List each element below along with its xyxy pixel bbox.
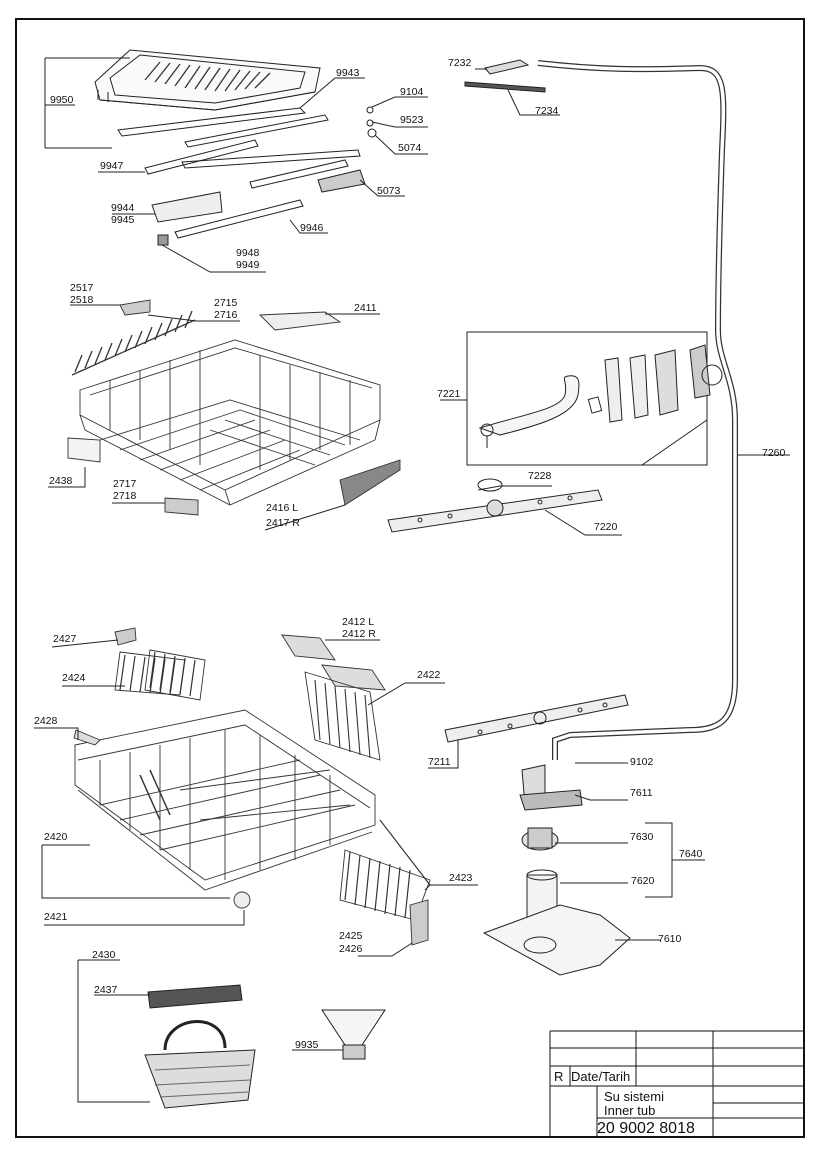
part-label: 9949 [236,259,260,271]
cutlery-basket-drawing [77,959,386,1109]
part-label: 2412 R [342,628,376,640]
part-label: 9102 [630,756,654,768]
leader-lines-top [44,57,428,273]
part-label: 9945 [111,214,135,226]
part-label: 2424 [62,672,86,684]
part-label: 7234 [535,105,559,117]
cutlery-tray-drawing [94,49,321,111]
part-label: 2426 [339,943,363,955]
part-label: 9948 [236,247,260,259]
part-label: 2412 L [342,616,375,628]
part-label: 2422 [417,669,441,681]
part-label: 9946 [300,222,324,234]
tray-rails-drawing [117,106,377,246]
part-label: 9950 [50,94,74,106]
part-label: 7221 [437,388,461,400]
drawing-frame [15,18,805,1138]
part-label: 2518 [70,294,94,306]
date-label: Date/Tarih [571,1069,631,1084]
part-label: 9944 [111,202,135,214]
part-label: 2425 [339,930,363,942]
part-label: 7630 [630,831,654,843]
drawing-number: 20 9002 8018 [597,1120,695,1137]
lower-basket-drawing [73,627,431,946]
part-label: 7260 [762,447,786,459]
part-label: 2427 [53,633,77,645]
part-label: 2715 [214,297,238,309]
part-label: 7220 [594,521,618,533]
part-label: 7211 [428,756,451,768]
title-english: Inner tub [604,1103,656,1118]
part-label: 9947 [100,160,124,172]
part-label: 2420 [44,831,68,843]
leader-lines-lower-basket [34,639,478,957]
part-label: 2423 [449,872,473,884]
lower-spray-7211-drawing [428,694,705,976]
revision-label: R [554,1069,564,1084]
part-label: 2718 [113,490,137,502]
part-label: 2517 [70,282,94,294]
top-spray-and-pipe-drawing [464,59,790,760]
part-label: 7232 [448,57,472,69]
part-label: 2411 [354,302,377,314]
part-label: 9104 [400,86,424,98]
spray-inset-drawing [440,331,723,466]
lower-spray-7220-drawing [387,478,603,533]
part-label: 9935 [295,1039,319,1051]
part-label: 5074 [398,142,422,154]
part-label: 2430 [92,949,116,961]
part-label: 2428 [34,715,58,727]
part-label: 2417 R [266,517,300,529]
part-label: 2416 L [266,502,299,514]
leader-lines-upper-basket [48,304,622,536]
part-label: 7620 [631,875,655,887]
part-label: 7610 [658,933,682,945]
title-turkish: Su sistemi [604,1089,664,1104]
part-label: 9523 [400,114,424,126]
part-label: 7640 [679,848,703,860]
part-label: 2438 [49,475,73,487]
part-label: 2717 [113,478,137,490]
part-label: 2421 [44,911,68,923]
part-label: 9943 [336,67,360,79]
part-label: 7611 [630,787,653,799]
part-label: 7228 [528,470,552,482]
part-label: 2437 [94,984,118,996]
part-label: 2716 [214,309,238,321]
upper-basket-drawing [67,299,401,516]
part-label: 5073 [377,185,401,197]
